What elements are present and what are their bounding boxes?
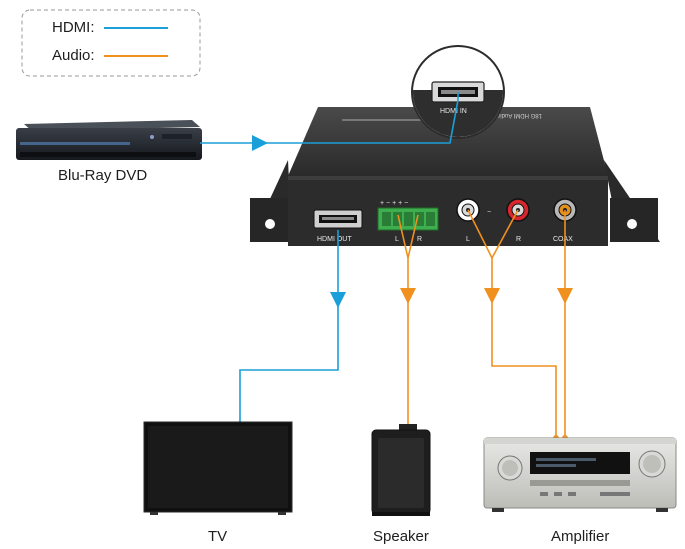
- speaker-device: [371, 424, 431, 516]
- terminal-r-label: R: [417, 236, 422, 243]
- hdmi-out-label: HDMI OUT: [317, 236, 352, 243]
- legend: HDMI: Audio:: [21, 9, 201, 77]
- terminal-block: [377, 207, 439, 231]
- amplifier-device: [483, 437, 677, 512]
- tv-label: TV: [208, 528, 227, 545]
- audio-rca-cable: [491, 296, 557, 438]
- hdmi-out-port: [313, 209, 363, 229]
- hdmi-in-label: HDMI IN: [440, 108, 467, 115]
- bluray-player: [16, 120, 202, 160]
- amplifier-label: Amplifier: [551, 528, 609, 545]
- hdmi-cable-out: [239, 300, 339, 424]
- legend-hdmi-label: HDMI:: [52, 19, 95, 36]
- audio-rca-cable-r: [491, 209, 519, 259]
- hdmi-cable-in: [260, 92, 459, 144]
- bluray-label: Blu-Ray DVD: [58, 167, 147, 184]
- extractor-top-label: 18G HDMI Audio Extractor: [471, 112, 542, 118]
- terminal-l-label: L: [395, 236, 399, 243]
- legend-audio-label: Audio:: [52, 47, 95, 64]
- audio-speaker-cable-r: [407, 214, 419, 259]
- tv-device: [143, 421, 293, 515]
- terminal-signs: + − + + −: [380, 200, 408, 207]
- rca-dash: −: [487, 209, 491, 216]
- speaker-label: Speaker: [373, 528, 429, 545]
- rca-l-label: L: [466, 236, 470, 243]
- rca-r-label: R: [516, 236, 521, 243]
- coax-label: COAX: [553, 236, 573, 243]
